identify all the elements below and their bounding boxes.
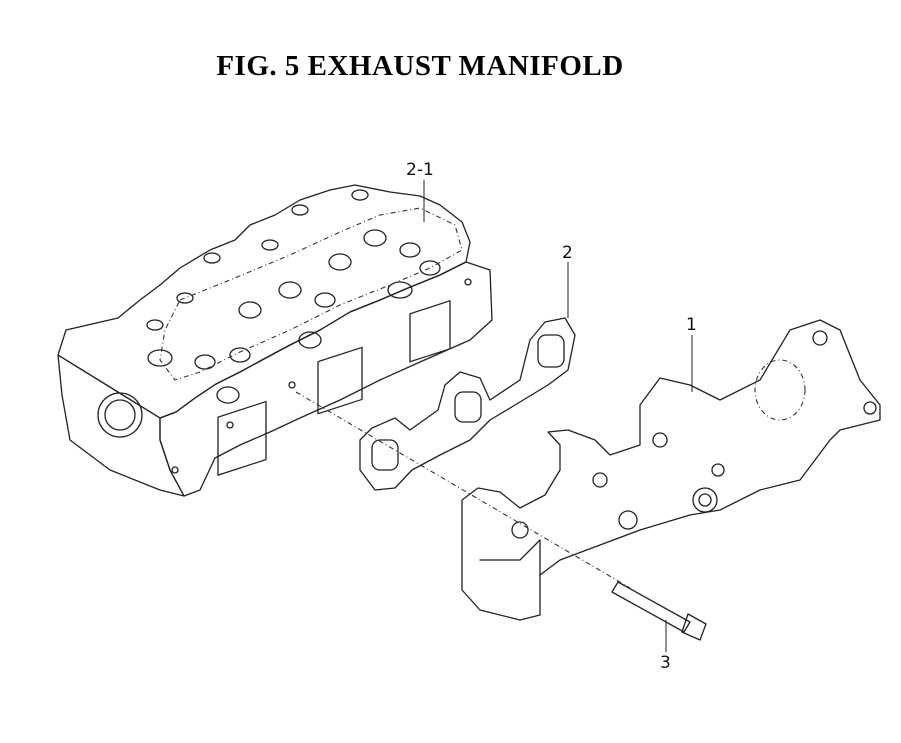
figure-title: FIG. 5 EXHAUST MANIFOLD: [216, 50, 624, 82]
manifold-gasket-drawing: [359, 317, 576, 491]
callout-1: 1: [686, 315, 697, 335]
cylinder-head-drawing: [57, 184, 493, 497]
callout-2: 2: [562, 243, 573, 263]
assembly-center-line: [295, 391, 631, 589]
exhaust-manifold-drawing: [461, 319, 881, 621]
manifold-bolt-drawing: [611, 581, 707, 641]
callout-3: 3: [660, 653, 671, 673]
callout-2-1: 2-1: [406, 160, 434, 180]
